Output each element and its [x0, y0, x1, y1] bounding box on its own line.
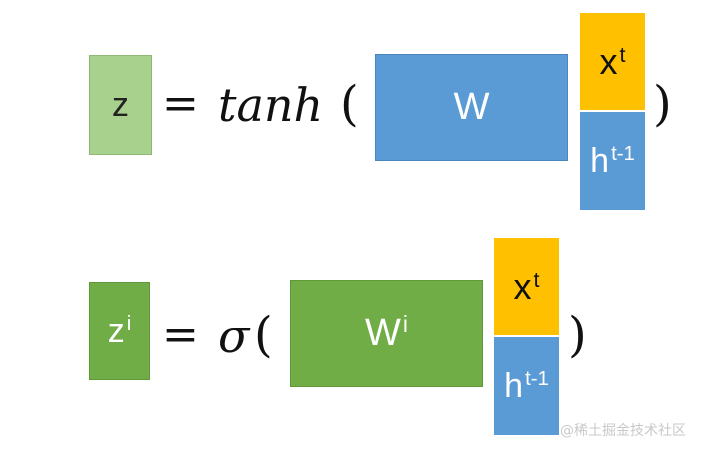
row2-equals: =	[162, 309, 199, 360]
row1-open-paren: (	[340, 76, 359, 132]
row2-w-sup: i	[402, 311, 408, 338]
row1-close-paren: )	[653, 76, 672, 132]
row2-x-box: xt	[494, 238, 559, 335]
row2-close-paren: )	[568, 307, 587, 363]
row2-h-sup: t-1	[525, 368, 549, 391]
row1-w-box: W	[375, 54, 568, 161]
row2-w-box: Wi	[290, 280, 483, 387]
row2-w-label: W	[365, 312, 401, 354]
row2-z-box: zi	[89, 282, 150, 380]
row1-z-label: z	[112, 85, 129, 124]
row1-equals: =	[162, 78, 199, 129]
row2-func-name: σ	[218, 309, 250, 363]
row2-x-label: x	[513, 265, 532, 307]
row2-h-box: ht-1	[494, 337, 559, 435]
row1-x-box: xt	[580, 13, 645, 110]
row1-h-box: ht-1	[580, 112, 645, 210]
row1-z-box: z	[89, 55, 152, 155]
row2-z-label: z	[107, 311, 125, 350]
row1-w-label: W	[453, 86, 490, 128]
row2-x-sup: t	[533, 266, 540, 292]
row1-h-label: h	[590, 141, 610, 180]
row1-x-sup: t	[619, 41, 626, 67]
row2-h-label: h	[504, 366, 524, 405]
watermark: @稀土掘金技术社区	[560, 423, 686, 439]
row1-h-sup: t-1	[611, 143, 635, 166]
row2-z-sup: i	[126, 313, 132, 336]
row2-open-paren: (	[254, 307, 273, 363]
row1-x-label: x	[599, 40, 618, 82]
row1-func-name: tanh	[218, 78, 324, 132]
